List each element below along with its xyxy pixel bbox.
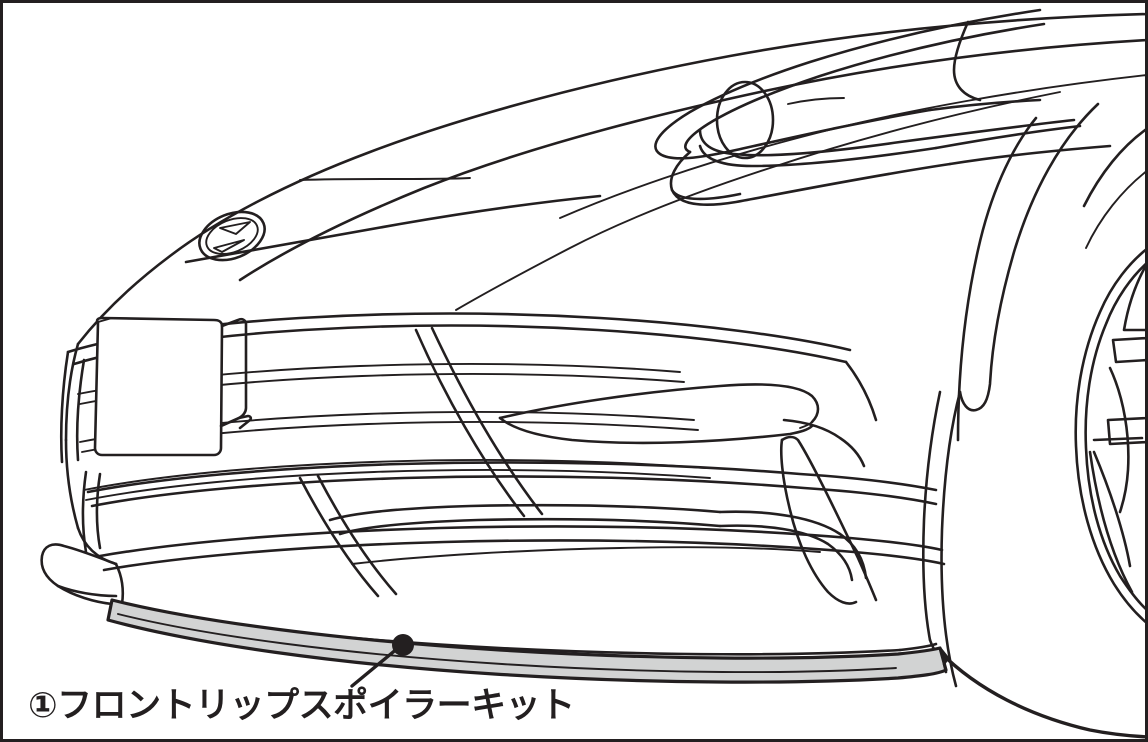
hood-shut-line	[238, 38, 1148, 282]
canard-outline	[40, 543, 118, 606]
wheel-spoke-2	[1111, 336, 1148, 364]
headlight-projector-lens	[715, 80, 775, 160]
wheel-rim-outer	[1074, 246, 1148, 626]
headlight-inner-tip-lower	[670, 188, 742, 201]
callout-group	[350, 634, 414, 688]
fender-rear-edge	[940, 390, 962, 688]
headlight-inner-crease	[787, 97, 845, 105]
headlight-inner-trailing	[948, 144, 1112, 166]
lower-intake-bar	[351, 546, 821, 565]
lower-intake-upper-rail-2	[90, 475, 938, 508]
fender-badge-lower-mark	[213, 239, 245, 253]
hood-lower-edge	[184, 194, 602, 264]
wheel-spoke-1	[1122, 260, 1148, 332]
grille-vertical-divider-left	[414, 328, 526, 518]
grille-vertical-divider-right	[430, 326, 544, 516]
nose-left-edge	[64, 342, 80, 442]
license-plate-face	[93, 316, 224, 457]
bumper-bottom-edge-right	[898, 642, 938, 652]
upper-grille-left-rail	[59, 350, 70, 464]
wheel-spoke-3	[1108, 366, 1130, 514]
headlight-outer-upper	[654, 8, 1042, 160]
hood-crease-lower	[455, 91, 1061, 311]
grille-louver-3b	[85, 469, 711, 501]
wheel-arch-group	[938, 102, 1148, 739]
lower-intake-inner-corner-top2	[338, 517, 722, 536]
tire-outer-arc	[938, 650, 1148, 739]
headlight-outer-upper-2	[684, 22, 1046, 154]
slot-vent-lower	[498, 416, 814, 445]
headlight-lower-band-tail	[934, 124, 1082, 150]
license-plate-edge-detail	[97, 317, 113, 323]
brake-duct-outer	[780, 435, 878, 602]
lower-intake-divider-right	[316, 474, 398, 596]
brake-duct-group	[779, 418, 878, 605]
headlight-upper-tail	[928, 98, 1042, 112]
wheel-tire-edge	[1085, 169, 1148, 249]
fender-badge-outer	[198, 210, 266, 262]
lower-intake-right-corner-2	[718, 524, 854, 582]
hood-accent-short	[299, 177, 471, 181]
corner-canard-group	[40, 470, 125, 606]
front-lip-spoiler	[106, 598, 950, 684]
canard-right-edge	[114, 562, 125, 606]
wheel-arch-inner	[958, 102, 1100, 412]
left-strake-outer	[81, 470, 88, 554]
canard-inner-line	[56, 584, 118, 598]
wheel-arch-outer	[956, 116, 1038, 442]
lower-bumper-group	[76, 461, 946, 598]
license-plate-group	[93, 316, 253, 457]
front-lip-spoiler-crease	[117, 613, 897, 674]
lower-intake-bottom-rail-2	[102, 539, 946, 572]
fender-top-edge	[76, 12, 1148, 346]
wheel-group	[1074, 169, 1148, 626]
wheel-spoke-6	[1092, 450, 1132, 568]
lower-intake-bottom-rail	[98, 525, 944, 558]
license-plate-bracket-tab	[237, 414, 253, 430]
left-strake-inner	[95, 472, 102, 550]
wheel-spoke-7	[1088, 450, 1134, 594]
wheel-spoke-5	[1092, 436, 1144, 442]
fender-badge-group	[198, 210, 266, 262]
bumper-right-body-edge	[921, 390, 942, 642]
callout-marker-dot	[392, 634, 414, 656]
slot-vent-upper	[498, 383, 820, 424]
lower-intake-divider-left	[298, 476, 380, 598]
caption-front-lip-spoiler-kit: ①フロントリップスポイラーキット	[28, 686, 575, 725]
upper-grille-left-rail-2	[75, 358, 86, 462]
headlight-upper-right-edge	[952, 20, 982, 102]
bumper-left-edge	[64, 438, 80, 530]
fender-badge-upper-mark	[219, 221, 251, 235]
brake-duct-inner	[779, 438, 858, 605]
wheel-arch-upper-right	[1082, 126, 1148, 208]
fender-badge-inner	[205, 217, 259, 255]
wheel-spoke-4	[1106, 416, 1148, 446]
brake-duct-top-edge	[782, 418, 866, 468]
lower-intake-upper-rail	[86, 461, 938, 494]
lower-intake-right-corner	[718, 510, 868, 580]
front-lip-spoiler-right-tip	[938, 646, 950, 674]
headlight-lower-band-top	[698, 118, 1076, 157]
callout-leader-line	[350, 646, 400, 688]
lower-intake-inner-corner-top	[328, 503, 722, 522]
grille-right-rail	[844, 360, 878, 422]
headlight-lower-band-bottom	[698, 144, 938, 168]
headlight-inner-tip-upper	[669, 150, 952, 206]
wheel-rim-inner	[1084, 260, 1148, 613]
headlight-group	[654, 8, 1112, 206]
